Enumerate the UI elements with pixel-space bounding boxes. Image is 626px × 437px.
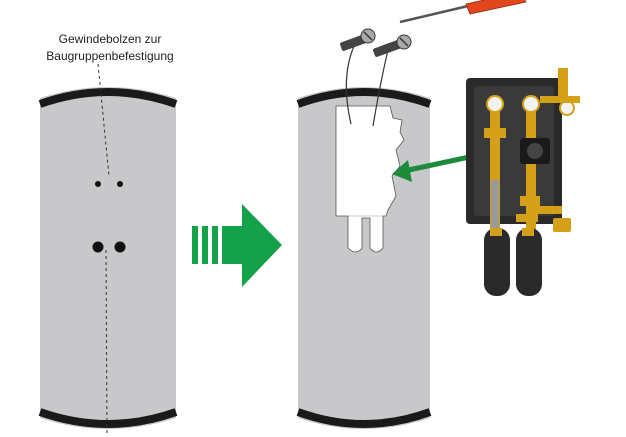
annotation-line-2: Baugruppenbefestigung <box>46 49 174 63</box>
small-bolt-hole-right <box>117 181 123 187</box>
left-tank-bottom-rim <box>38 408 178 428</box>
large-bolt-hole-left <box>92 241 104 253</box>
bolt-annotation: Gewindebolzen zur Baugruppenbefestigung <box>30 31 190 65</box>
left-tank-top-rim <box>38 88 178 108</box>
left-tank <box>38 63 178 437</box>
screwdriver-icon <box>399 0 527 24</box>
threaded-bolts <box>340 28 412 127</box>
mounting-plate <box>335 105 405 253</box>
small-bolt-hole-left <box>95 181 101 187</box>
threaded-bolt-icon <box>373 34 412 57</box>
threaded-bolt-icon <box>340 28 376 51</box>
large-bolt-hole-right <box>114 241 126 253</box>
tank-center-line <box>105 249 108 437</box>
annotation-line-1: Gewindebolzen zur <box>58 32 162 46</box>
pump-station-icon <box>466 68 580 296</box>
process-arrow-icon <box>192 204 282 287</box>
right-tank-bottom-rim <box>296 408 432 428</box>
pointer-leader-line <box>97 63 110 177</box>
right-tank <box>296 87 432 429</box>
right-tank-top-rim <box>296 88 432 108</box>
